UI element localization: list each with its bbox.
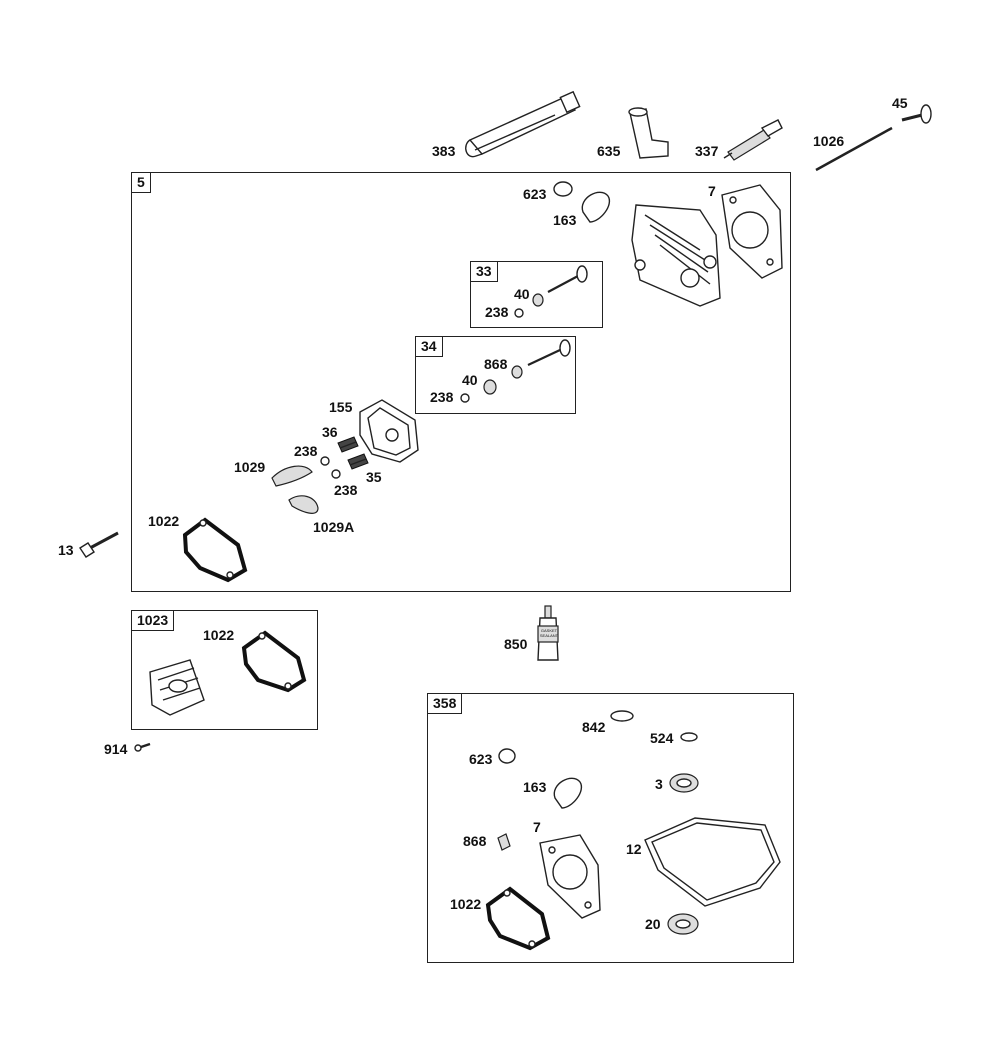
push-rod-part — [815, 126, 893, 172]
label-1022-b: 1022 — [203, 627, 235, 643]
label-1022-a: 1022 — [148, 513, 180, 529]
label-635: 635 — [597, 143, 621, 159]
label-623-a: 623 — [523, 186, 547, 202]
label-163-b: 163 — [523, 779, 547, 795]
spark-plug-wrench-part — [465, 90, 581, 158]
cap-238-c-part — [320, 456, 330, 466]
label-1026: 1026 — [813, 133, 845, 149]
sealant-tube-850-part — [537, 605, 559, 661]
rocker-housing-155-part — [359, 399, 419, 463]
spring-35-part — [347, 453, 369, 470]
head-gasket-7-b-part — [539, 834, 601, 919]
oil-seal-20-part — [667, 913, 699, 935]
spring-36-part — [337, 436, 359, 453]
label-868-b: 868 — [463, 833, 487, 849]
valve-34-part — [460, 339, 571, 403]
valve-33-part — [514, 265, 588, 318]
label-7-b: 7 — [533, 819, 541, 835]
cover-gasket-1022-c-part — [485, 886, 551, 951]
label-3: 3 — [655, 776, 663, 792]
valve-cover-1023-part — [149, 659, 205, 716]
seal-ring-623-part — [553, 181, 573, 197]
label-238-a: 238 — [485, 304, 509, 320]
group-5-tag: 5 — [132, 173, 151, 193]
label-36: 36 — [322, 424, 338, 440]
label-35: 35 — [366, 469, 382, 485]
rocker-arm-1029-part — [271, 465, 313, 487]
label-842: 842 — [582, 719, 606, 735]
label-7-a: 7 — [708, 183, 716, 199]
cylinder-head-part — [631, 204, 721, 307]
label-13: 13 — [58, 542, 74, 558]
label-850: 850 — [504, 636, 528, 652]
group-33-frame: 33 — [470, 261, 603, 328]
group-34-frame: 34 — [415, 336, 576, 414]
label-337: 337 — [695, 143, 719, 159]
label-20: 20 — [645, 916, 661, 932]
label-40-a: 40 — [514, 286, 530, 302]
label-163-a: 163 — [553, 212, 577, 228]
label-45: 45 — [892, 95, 908, 111]
label-1029: 1029 — [234, 459, 266, 475]
group-358-frame: 358 — [427, 693, 794, 963]
label-238-d: 238 — [334, 482, 358, 498]
label-383: 383 — [432, 143, 456, 159]
plug-868-b-part — [497, 833, 511, 851]
group-34-tag: 34 — [416, 337, 443, 357]
crankcase-gasket-12-part — [644, 817, 781, 907]
head-gasket-7-part — [721, 184, 783, 279]
seal-ring-524-part — [680, 732, 698, 742]
label-1029A: 1029A — [313, 519, 355, 535]
rocker-arm-1029A-part — [288, 495, 319, 514]
spark-plug-boot-part — [628, 107, 669, 159]
group-33-tag: 33 — [471, 262, 498, 282]
label-623-b: 623 — [469, 751, 493, 767]
cap-238-d-part — [331, 469, 341, 479]
group-5-frame: 5 — [131, 172, 791, 592]
cover-gasket-1022-a-part — [182, 517, 248, 583]
label-12: 12 — [626, 841, 642, 857]
oil-seal-3-part — [669, 773, 699, 793]
label-1022-c: 1022 — [450, 896, 482, 912]
gasket-163-b-part — [553, 777, 583, 809]
label-524: 524 — [650, 730, 674, 746]
group-1023-frame: 1023 — [131, 610, 318, 730]
seal-ring-623-b-part — [498, 748, 516, 764]
group-1023-tag: 1023 — [132, 611, 175, 631]
sealant-tube-text: GASKET SEALANT — [539, 628, 559, 638]
label-914: 914 — [104, 741, 128, 757]
label-238-b: 238 — [430, 389, 454, 405]
label-868-a: 868 — [484, 356, 508, 372]
label-238-c: 238 — [294, 443, 318, 459]
label-40-b: 40 — [462, 372, 478, 388]
gasket-163-part — [581, 191, 611, 223]
spark-plug-part — [723, 119, 783, 161]
seal-ring-842-part — [610, 710, 634, 722]
label-155: 155 — [329, 399, 353, 415]
group-358-tag: 358 — [428, 694, 463, 714]
valve-45-part — [901, 104, 932, 124]
cover-gasket-1022-b-part — [241, 630, 307, 693]
screw-914-part — [134, 742, 151, 752]
bolt-13-part — [79, 531, 119, 558]
